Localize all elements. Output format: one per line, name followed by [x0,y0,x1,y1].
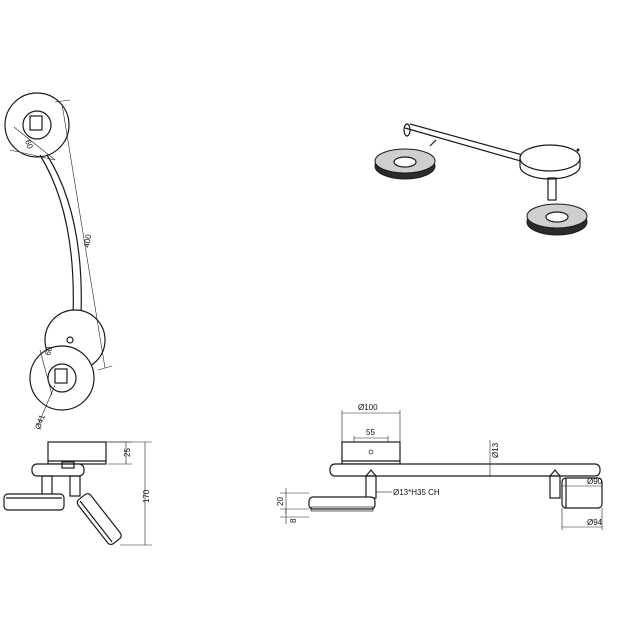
upper-ring-inner [22,110,52,140]
dim-head-inner: Ø90 [587,477,603,486]
dim-canopy-diameter: Ø100 [358,403,378,412]
dim-screw-spacing: 55 [366,428,375,437]
dim-lower-ring: 60 [43,345,54,356]
front-tube [329,463,601,477]
dim-head-outer: Ø94 [587,518,603,527]
dim-canopy-height: 25 [123,448,132,457]
dim-head-disc: 8 [289,518,298,523]
top-view: 60 400 60 Ø41 [4,92,113,431]
dim-hole: Ø41 [33,413,47,431]
persp-canopy [519,144,581,172]
upper-ring-joint [29,115,43,131]
front-view: Ø100 55 Ø13 Ø13*H35 CH Ø90 Ø94 20 8 [276,403,603,530]
side-head-2 [76,493,122,546]
lower-ring-outer [29,345,95,411]
dim-arm-length: 400 [82,233,93,248]
dim-tube-diameter: Ø13 [491,442,500,458]
side-view: 25 170 [3,441,152,546]
upper-ring-outer [4,92,70,158]
lower-ring-inner [47,363,77,393]
front-head-right [561,477,603,509]
dim-joint: Ø13*H35 CH [393,488,440,497]
side-tube [31,463,85,477]
dim-head-height: 20 [276,497,285,506]
curved-arm [39,154,74,336]
front-head-left [308,496,376,510]
side-head-1 [3,493,65,511]
dim-upper-ring: 60 [23,139,35,151]
lower-ring-joint [54,368,68,384]
perspective-view [374,123,588,236]
dim-total-height: 170 [142,489,151,503]
